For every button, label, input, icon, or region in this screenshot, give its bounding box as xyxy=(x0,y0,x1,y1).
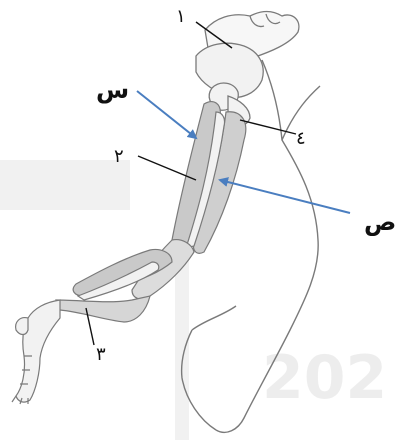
label-saad: ص xyxy=(364,208,396,236)
label-1: ١ xyxy=(176,6,186,27)
label-4: ٤ xyxy=(296,128,306,149)
arrow-seen xyxy=(137,91,196,138)
foot xyxy=(12,300,60,404)
thigh-muscles xyxy=(172,102,246,254)
label-3: ٣ xyxy=(96,344,106,365)
lower-leg xyxy=(56,240,194,322)
label-seen: س xyxy=(96,76,129,104)
watermark-text: 202 xyxy=(262,343,387,413)
label-2: ٢ xyxy=(114,146,124,167)
arrow-saad xyxy=(220,180,350,213)
